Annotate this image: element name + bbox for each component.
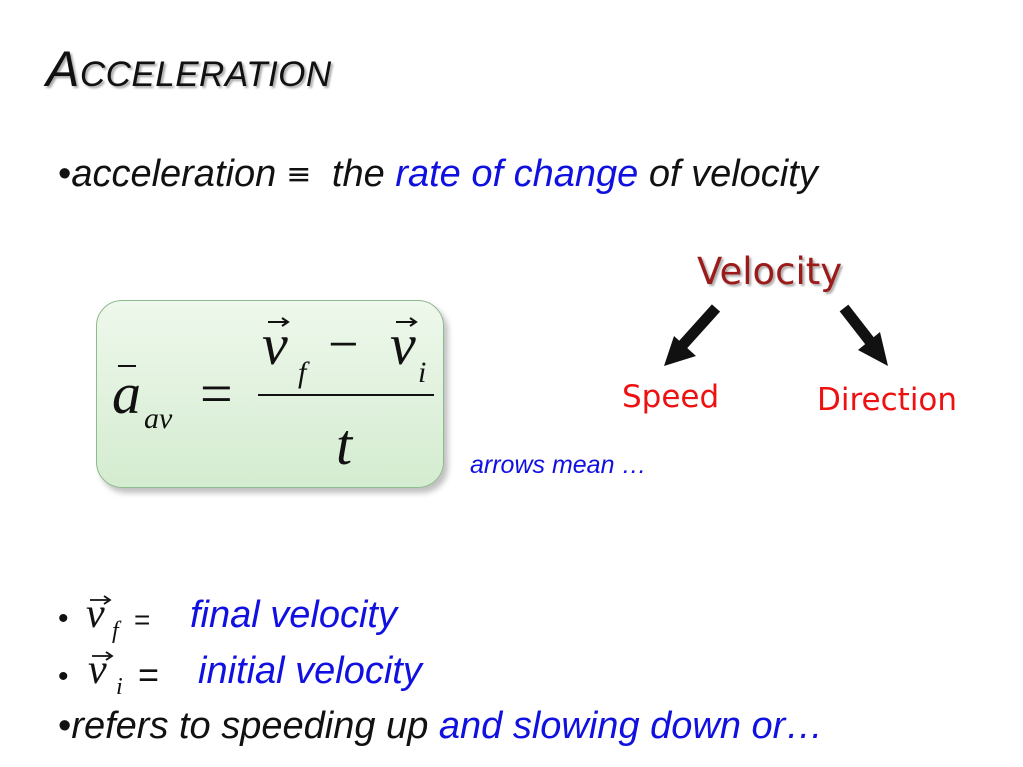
arrows-mean-note: arrows mean … bbox=[470, 451, 647, 479]
velocity-title: Velocity bbox=[697, 250, 843, 293]
final-velocity-description: final velocity bbox=[190, 594, 397, 636]
initial-velocity-description: initial velocity bbox=[198, 650, 422, 692]
vi-subscript: i bbox=[116, 674, 123, 700]
formula-num-v2: v bbox=[390, 312, 416, 377]
arrow-right bbox=[839, 304, 877, 348]
formula-lhs-subscript: av bbox=[144, 402, 173, 435]
bullet: • bbox=[58, 705, 72, 747]
vi-symbol: v bbox=[88, 647, 107, 693]
formula-num-v1: v bbox=[262, 312, 288, 377]
vector-arrow-vi-small bbox=[92, 651, 114, 661]
rate-of-change-highlight: rate of change bbox=[395, 153, 639, 195]
vector-arrow-vf-small bbox=[90, 595, 112, 605]
definition-line: •acceleration ≡ the rate of change of vel… bbox=[58, 153, 818, 196]
direction-label: Direction bbox=[817, 382, 958, 418]
velocity-branch-arrows bbox=[664, 304, 888, 366]
acceleration-formula: a av = v f − v i t bbox=[112, 312, 434, 477]
formula-num-sub1: f bbox=[298, 356, 310, 389]
refers-line: •refers to speeding up and slowing down … bbox=[58, 705, 823, 748]
formula-equals: = bbox=[200, 361, 233, 426]
speed-label: Speed bbox=[622, 379, 720, 415]
equiv-symbol: ≡ bbox=[286, 157, 312, 192]
formula-denominator: t bbox=[336, 412, 354, 477]
term-acceleration: acceleration bbox=[71, 153, 277, 195]
formula-minus: − bbox=[328, 314, 358, 374]
formula-lhs-symbol: a bbox=[112, 361, 141, 426]
vf-equals: = bbox=[134, 604, 151, 635]
bullet: • bbox=[58, 153, 72, 195]
vector-arrowhead-vi bbox=[409, 317, 418, 327]
definition-part-a: the bbox=[321, 153, 396, 195]
vf-symbol: v bbox=[86, 591, 105, 637]
vf-subscript: f bbox=[112, 618, 119, 644]
arrowhead-left-icon bbox=[664, 336, 696, 366]
refers-blue-part: and slowing down or… bbox=[438, 705, 824, 747]
vector-arrowhead-vf bbox=[281, 317, 290, 327]
refers-black-part: refers to speeding up bbox=[71, 705, 439, 747]
formula-num-sub2: i bbox=[418, 356, 426, 389]
bullet: • bbox=[58, 660, 69, 693]
slide-title: Acceleration bbox=[46, 41, 332, 97]
arrow-left bbox=[675, 304, 721, 352]
bullet: • bbox=[58, 602, 69, 635]
definition-part-b: of velocity bbox=[638, 153, 818, 195]
arrowhead-right-icon bbox=[858, 332, 888, 366]
vi-equals: = bbox=[138, 654, 160, 695]
